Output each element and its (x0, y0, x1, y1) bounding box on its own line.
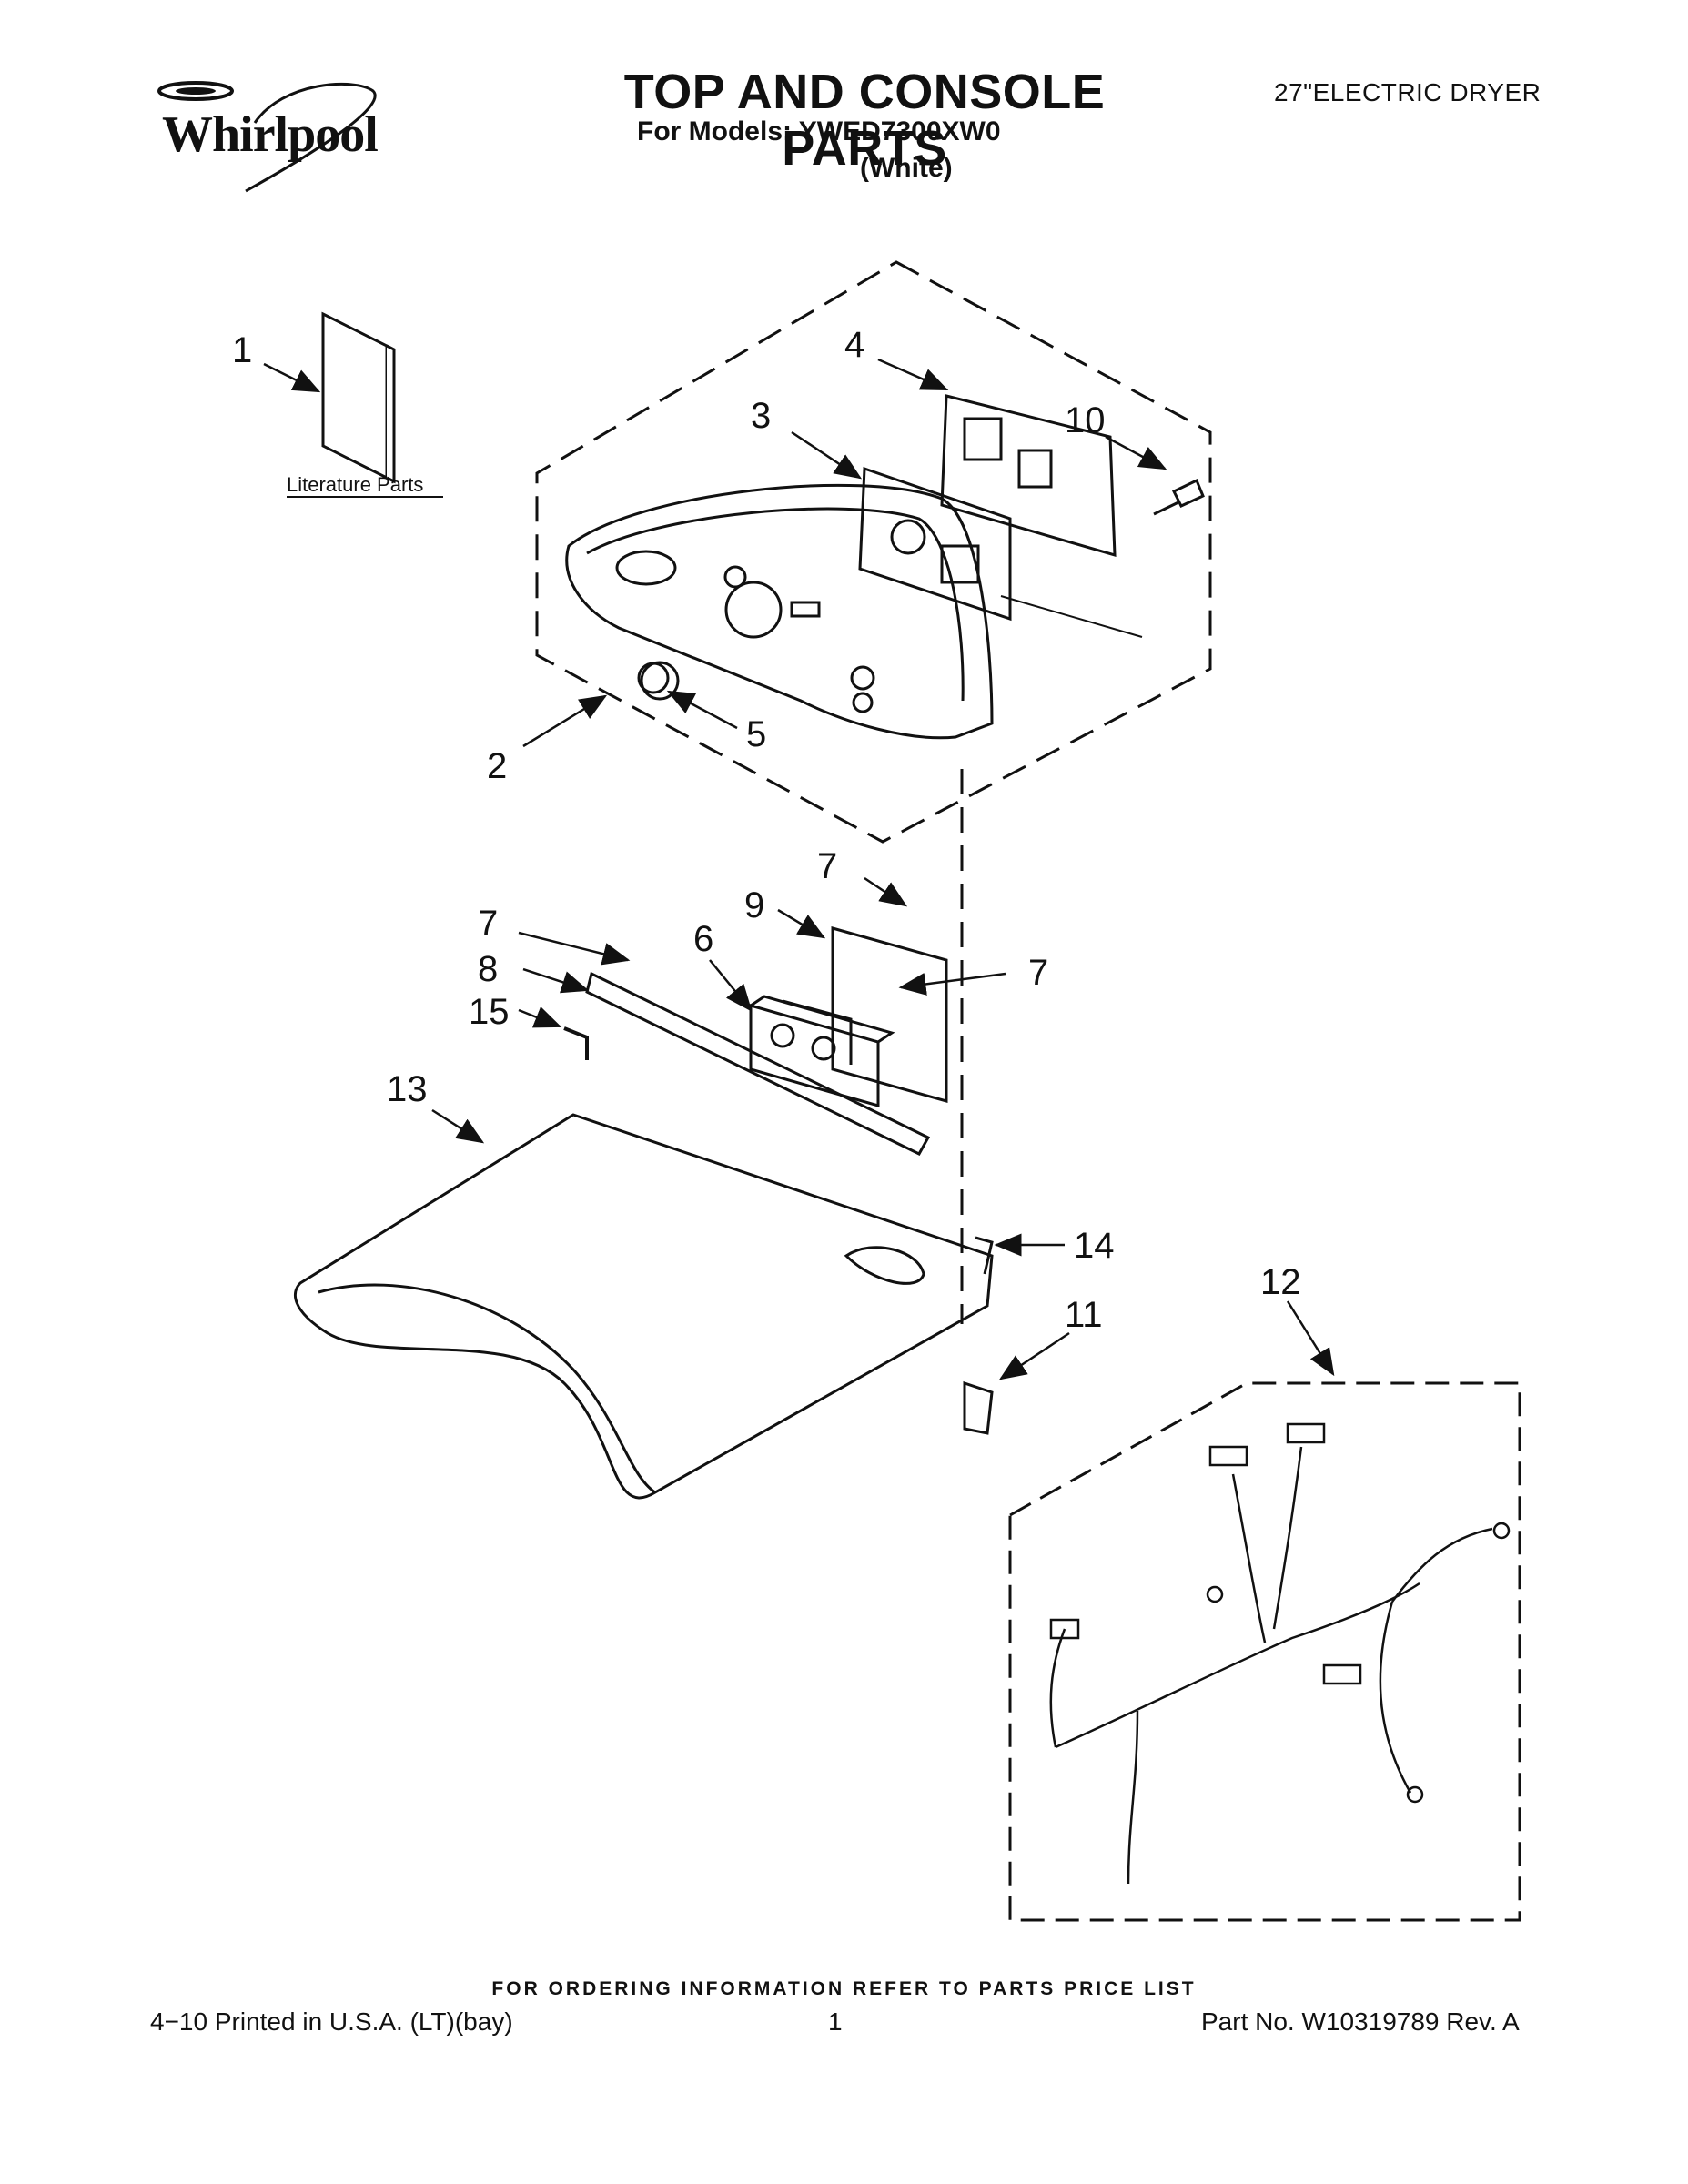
product-type: 27"ELECTRIC DRYER (1274, 78, 1541, 106)
callout-arrows (263, 358, 1335, 1380)
callout-10: 10 (1065, 400, 1106, 440)
color-variant: (White) (860, 153, 953, 183)
screw-14 (975, 1236, 994, 1275)
ordering-note: FOR ORDERING INFORMATION REFER TO PARTS … (491, 1978, 1197, 1999)
callout-1: 1 (232, 330, 252, 370)
callout-2: 2 (487, 746, 507, 786)
page-title: TOP AND CONSOLE PARTS (623, 65, 1106, 176)
callout-7a: 7 (817, 846, 837, 886)
clip-11 (963, 1380, 994, 1435)
control-board (858, 466, 1143, 638)
callout-7c: 7 (1028, 953, 1048, 993)
part-number: Part No. W10319789 Rev. A (1201, 2007, 1520, 2036)
callout-3: 3 (751, 396, 771, 436)
page-number: 1 (828, 2007, 843, 2036)
callout-15: 15 (469, 992, 510, 1032)
clip-15 (563, 1026, 589, 1060)
whirlpool-logo (157, 81, 377, 193)
callout-14: 14 (1074, 1226, 1115, 1266)
callout-4: 4 (844, 325, 864, 365)
callout-12: 12 (1260, 1262, 1301, 1302)
literature-parts-booklet: Literature Parts (287, 311, 443, 498)
callout-11: 11 (1065, 1295, 1103, 1335)
wire-harness-outline (1008, 1381, 1521, 1922)
callout-13: 13 (387, 1069, 428, 1109)
callout-6: 6 (693, 919, 713, 959)
wire-harness (1049, 1422, 1511, 1885)
console-panel (565, 483, 994, 740)
mounting-bracket (782, 926, 948, 1103)
top-panel (294, 1113, 994, 1500)
callout-5: 5 (746, 714, 766, 754)
brand-name: Whirlpool (162, 106, 379, 163)
print-info: 4−10 Printed in U.S.A. (LT)(bay) (150, 2007, 513, 2036)
control-module (749, 995, 895, 1107)
console-group-outline (535, 260, 1212, 844)
selector-knob (637, 662, 670, 694)
literature-parts-label: Literature Parts (287, 473, 423, 496)
ui-board-housing (940, 394, 1117, 558)
callout-8: 8 (478, 949, 498, 989)
model-subtitle: For Models: YWED7300XW0 (637, 116, 1001, 147)
screw-10 (1153, 478, 1205, 516)
callout-7b: 7 (478, 904, 498, 944)
callout-9: 9 (744, 885, 764, 925)
